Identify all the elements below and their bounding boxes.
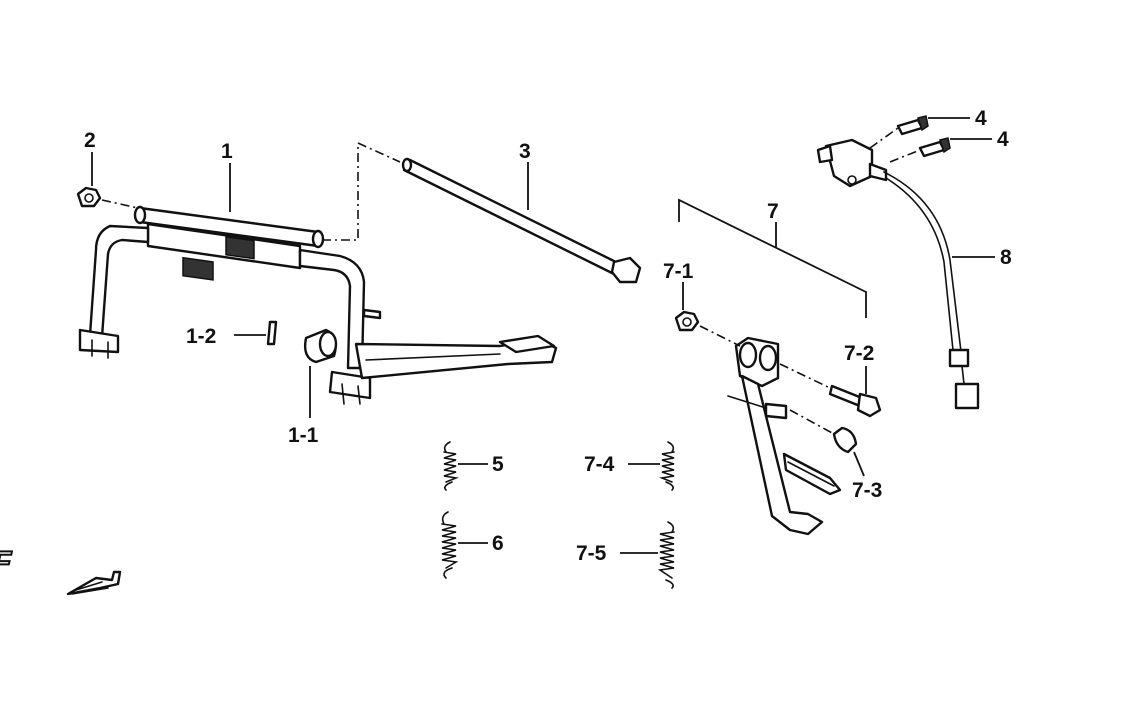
callout-5: 5 [492, 453, 504, 476]
side-stand-switch-part-8: 8 [816, 138, 1012, 410]
nut-part-2: 2 [76, 129, 139, 209]
screw-part-4-lower: 4 [869, 127, 1009, 163]
callout-7-3: 7-3 [852, 479, 882, 502]
nut-part-7-1: 7-1 [663, 260, 741, 347]
callout-8: 8 [1000, 246, 1012, 269]
shaft-part-3: 3 [401, 140, 642, 284]
cap-nut-part-7-3: 7-3 [789, 409, 882, 502]
callout-7-5: 7-5 [576, 542, 607, 565]
alignment-line-shaft [322, 141, 401, 241]
callout-7: 7 [767, 200, 779, 223]
side-stand-body [727, 336, 842, 536]
front-direction-arrow-icon: F [0, 545, 122, 596]
callout-2: 2 [84, 129, 96, 152]
front-marker-letter: F [0, 546, 14, 579]
callout-4-lower: 4 [997, 128, 1009, 151]
callout-4-upper: 4 [975, 107, 987, 130]
side-stand-assembly-part-7: 7 [678, 198, 867, 318]
callout-6: 6 [492, 532, 504, 555]
spring-part-5: 5 [443, 441, 504, 491]
main-stand-part-1: 1 [78, 140, 558, 405]
rubber-damper-part-1-1: 1-1 [288, 328, 338, 447]
screw-part-4-upper: 4 [896, 107, 987, 136]
callout-1-1: 1-1 [288, 424, 319, 447]
callout-7-1: 7-1 [663, 260, 694, 283]
callout-3: 3 [519, 140, 531, 163]
pin-part-1-2: 1-2 [186, 320, 278, 348]
bolt-part-7-2: 7-2 [779, 342, 882, 418]
callout-7-4: 7-4 [584, 453, 615, 476]
spring-part-7-4: 7-4 [584, 441, 675, 491]
callout-1-2: 1-2 [186, 325, 216, 348]
spring-part-7-5: 7-5 [576, 521, 675, 589]
callout-7-2: 7-2 [844, 342, 874, 365]
spring-part-6: 6 [441, 511, 504, 579]
callout-1: 1 [221, 140, 233, 163]
